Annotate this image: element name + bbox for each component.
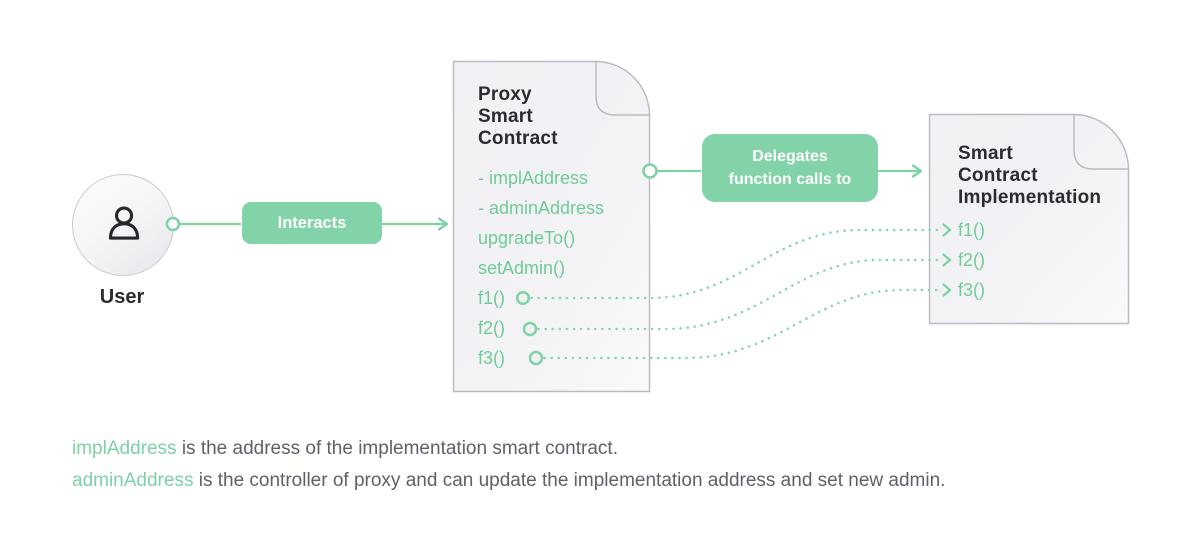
delegates-label-pill: Delegates function calls to bbox=[702, 134, 878, 202]
note-text-admin-address: is the controller of proxy and can updat… bbox=[193, 470, 946, 491]
proxy-contract-card: Proxy Smart Contract - implAddress - adm… bbox=[452, 60, 651, 393]
proxy-var-admin-address: - adminAddress bbox=[478, 198, 605, 218]
proxy-contract-title: Proxy Smart Contract bbox=[478, 84, 558, 149]
implementation-contract-title: Smart Contract Implementation bbox=[958, 143, 1102, 208]
note-impl-address: implAddress is the address of the implem… bbox=[72, 433, 945, 465]
proxy-function-f3: f3() bbox=[478, 348, 505, 368]
proxy-function-f1: f1() bbox=[478, 288, 505, 308]
page-fold-icon bbox=[595, 61, 650, 116]
note-term-admin-address: adminAddress bbox=[72, 470, 194, 491]
page-fold-icon bbox=[1073, 114, 1129, 170]
page-shape bbox=[928, 113, 1130, 325]
proxy-var-impl-address: - implAddress bbox=[478, 168, 589, 188]
person-icon bbox=[108, 206, 140, 240]
interacts-label-pill: Interacts bbox=[242, 202, 382, 244]
impl-function-f1: f1() bbox=[958, 220, 985, 240]
user-label: User bbox=[99, 286, 145, 308]
proxy-function-f2: f2() bbox=[478, 318, 505, 338]
user-avatar bbox=[72, 174, 174, 276]
delegates-arrow bbox=[877, 164, 923, 178]
impl-function-f2: f2() bbox=[958, 250, 985, 270]
impl-function-f3: f3() bbox=[958, 280, 985, 300]
note-text-impl-address: is the address of the implementation sma… bbox=[176, 438, 618, 459]
user-connector bbox=[165, 216, 241, 232]
proxy-method-upgrade-to: upgradeTo() bbox=[478, 228, 576, 248]
note-term-impl-address: implAddress bbox=[72, 438, 177, 459]
delegates-connector bbox=[642, 163, 701, 179]
implementation-contract-card: Smart Contract Implementation f1() f2() … bbox=[928, 113, 1130, 325]
footnotes: implAddress is the address of the implem… bbox=[72, 433, 945, 497]
proxy-method-set-admin: setAdmin() bbox=[478, 258, 566, 278]
interacts-arrow bbox=[381, 217, 449, 231]
note-admin-address: adminAddress is the controller of proxy … bbox=[72, 465, 945, 497]
